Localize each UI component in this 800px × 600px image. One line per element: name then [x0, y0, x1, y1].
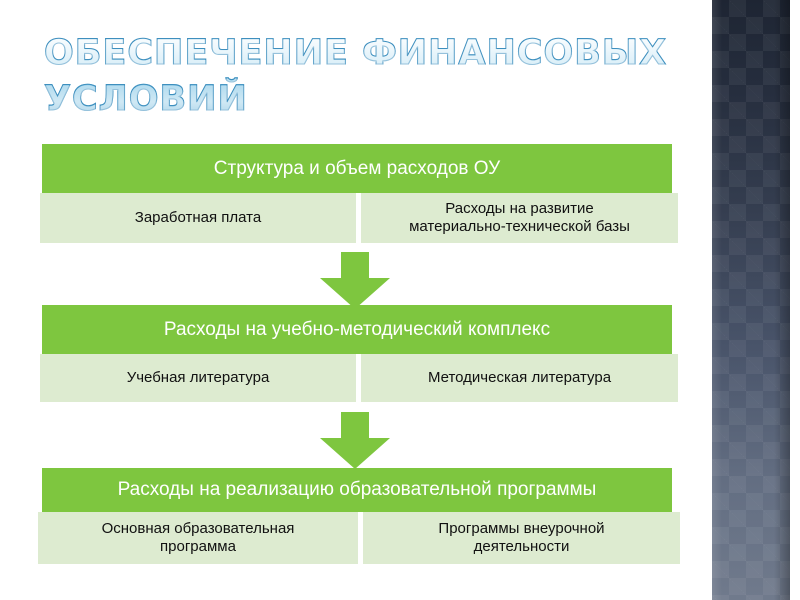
flow-block-1: Структура и объем расходов ОУ Заработная…	[40, 144, 678, 243]
flow-block-2-heading: Расходы на учебно-методический комплекс	[42, 305, 672, 354]
flow-block-3-cell-2: Программы внеурочной деятельности	[363, 512, 680, 564]
flow-block-1-heading: Структура и объем расходов ОУ	[42, 144, 672, 193]
diamond-pattern-overlay	[712, 0, 790, 600]
flow-block-3-cells: Основная образовательная программа Прогр…	[38, 512, 680, 564]
panel-shading-overlay	[712, 0, 790, 600]
flow-block-2-cell-1: Учебная литература	[40, 354, 356, 402]
flow-block-2-cell-2: Методическая литература	[361, 354, 678, 402]
flow-block-1-cell-1: Заработная плата	[40, 193, 356, 243]
down-arrow-icon	[319, 412, 391, 470]
flow-block-2: Расходы на учебно-методический комплекс …	[40, 305, 678, 402]
down-arrow-icon	[319, 252, 391, 310]
flow-block-1-cell-2: Расходы на развитие материально-техничес…	[361, 193, 678, 243]
flow-block-1-cells: Заработная плата Расходы на развитие мат…	[40, 193, 678, 243]
page-title: Обеспечение финансовых условий	[43, 30, 684, 122]
flow-block-3: Расходы на реализацию образовательной пр…	[38, 468, 680, 564]
flow-block-3-cell-1: Основная образовательная программа	[38, 512, 358, 564]
flow-block-3-heading: Расходы на реализацию образовательной пр…	[42, 468, 672, 512]
decorative-side-panel	[712, 0, 790, 600]
flow-block-2-cells: Учебная литература Методическая литерату…	[40, 354, 678, 402]
